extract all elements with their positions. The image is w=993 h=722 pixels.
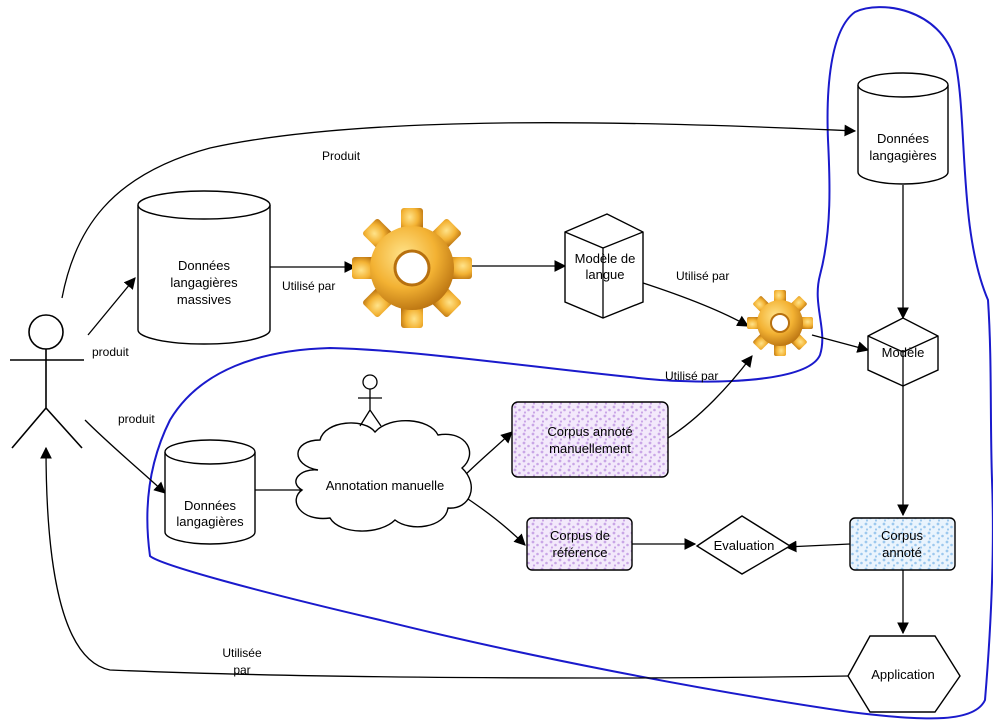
edge-actor-to-donnees-haut (61, 122, 857, 299)
node-evaluation: Evaluation (695, 515, 792, 575)
edge-label-produit-massives: produit (92, 345, 129, 359)
node-corpus-manuel: Corpus annoté manuellement (511, 401, 669, 478)
edge-label-produit-haut: Produit (322, 149, 361, 163)
gear-icon (747, 290, 813, 356)
gear-icon (352, 208, 472, 328)
label-line: langagières (176, 514, 244, 529)
edge-actor-to-donnees-bas (84, 419, 166, 494)
edge-application-to-actor (40, 446, 849, 679)
label-line: Corpus (881, 528, 923, 543)
label-line: Corpus de (550, 528, 610, 543)
edge-label-utilise-par-3: Utilisé par (665, 369, 718, 383)
edge-label-utilisee-par: Utilisée par (222, 646, 262, 677)
system-boundary (146, 6, 993, 720)
edge-actor-to-donnees-massives (87, 277, 136, 336)
node-donnees-haut: Données langagières (857, 72, 949, 185)
edge-corpus-manuel-to-small-gear (667, 355, 753, 439)
edge-label-utilise-par-1: Utilisé par (282, 279, 335, 293)
label-line: Utilisée (222, 646, 262, 660)
node-corpus-reference: Corpus de référence (526, 517, 633, 571)
label-line: Modèle de (575, 251, 636, 266)
node-donnees-haut-label: Données langagières (869, 131, 937, 163)
node-corpus-manuel-label: Corpus annoté manuellement (547, 424, 632, 456)
label-line: langue (585, 267, 624, 282)
label-line: langagières (170, 275, 238, 290)
label-line: langagières (869, 148, 937, 163)
label-line: Corpus annoté (547, 424, 632, 439)
node-annotation-label: Annotation manuelle (326, 478, 445, 493)
node-corpus-annote-label: Corpus annoté (881, 528, 923, 560)
node-modele: Modèle (867, 317, 939, 387)
label-line: manuellement (549, 441, 631, 456)
node-modele-label: Modèle (882, 345, 925, 360)
stick-figure-icon (10, 314, 84, 449)
edge-modele-langue-to-small-gear (639, 281, 750, 327)
node-application: Application (847, 635, 961, 713)
node-corpus-annote: Corpus annoté (849, 517, 956, 571)
edge-small-gear-to-modele (811, 334, 870, 353)
edge-corpus-annote-to-evaluation (784, 540, 851, 553)
label-line: Données (877, 131, 930, 146)
node-donnees-massives-label: Données langagières massives (170, 258, 238, 307)
label-line: Données (184, 498, 237, 513)
edge-label-produit-bas: produit (118, 412, 155, 426)
label-line: référence (553, 545, 608, 560)
label-line: par (233, 663, 250, 677)
node-corpus-reference-label: Corpus de référence (550, 528, 610, 560)
label-line: annoté (882, 545, 922, 560)
edge-label-utilise-par-2: Utilisé par (676, 269, 729, 283)
label-line: Données (178, 258, 231, 273)
edge-annotation-to-corpus-reference (461, 494, 526, 546)
label-line: massives (177, 292, 232, 307)
stick-figure-icon (358, 374, 382, 427)
node-donnees-massives: Données langagières massives (137, 190, 271, 345)
node-application-label: Application (871, 667, 935, 682)
node-evaluation-label: Evaluation (714, 538, 775, 553)
node-annotation: Annotation manuelle (295, 420, 472, 532)
